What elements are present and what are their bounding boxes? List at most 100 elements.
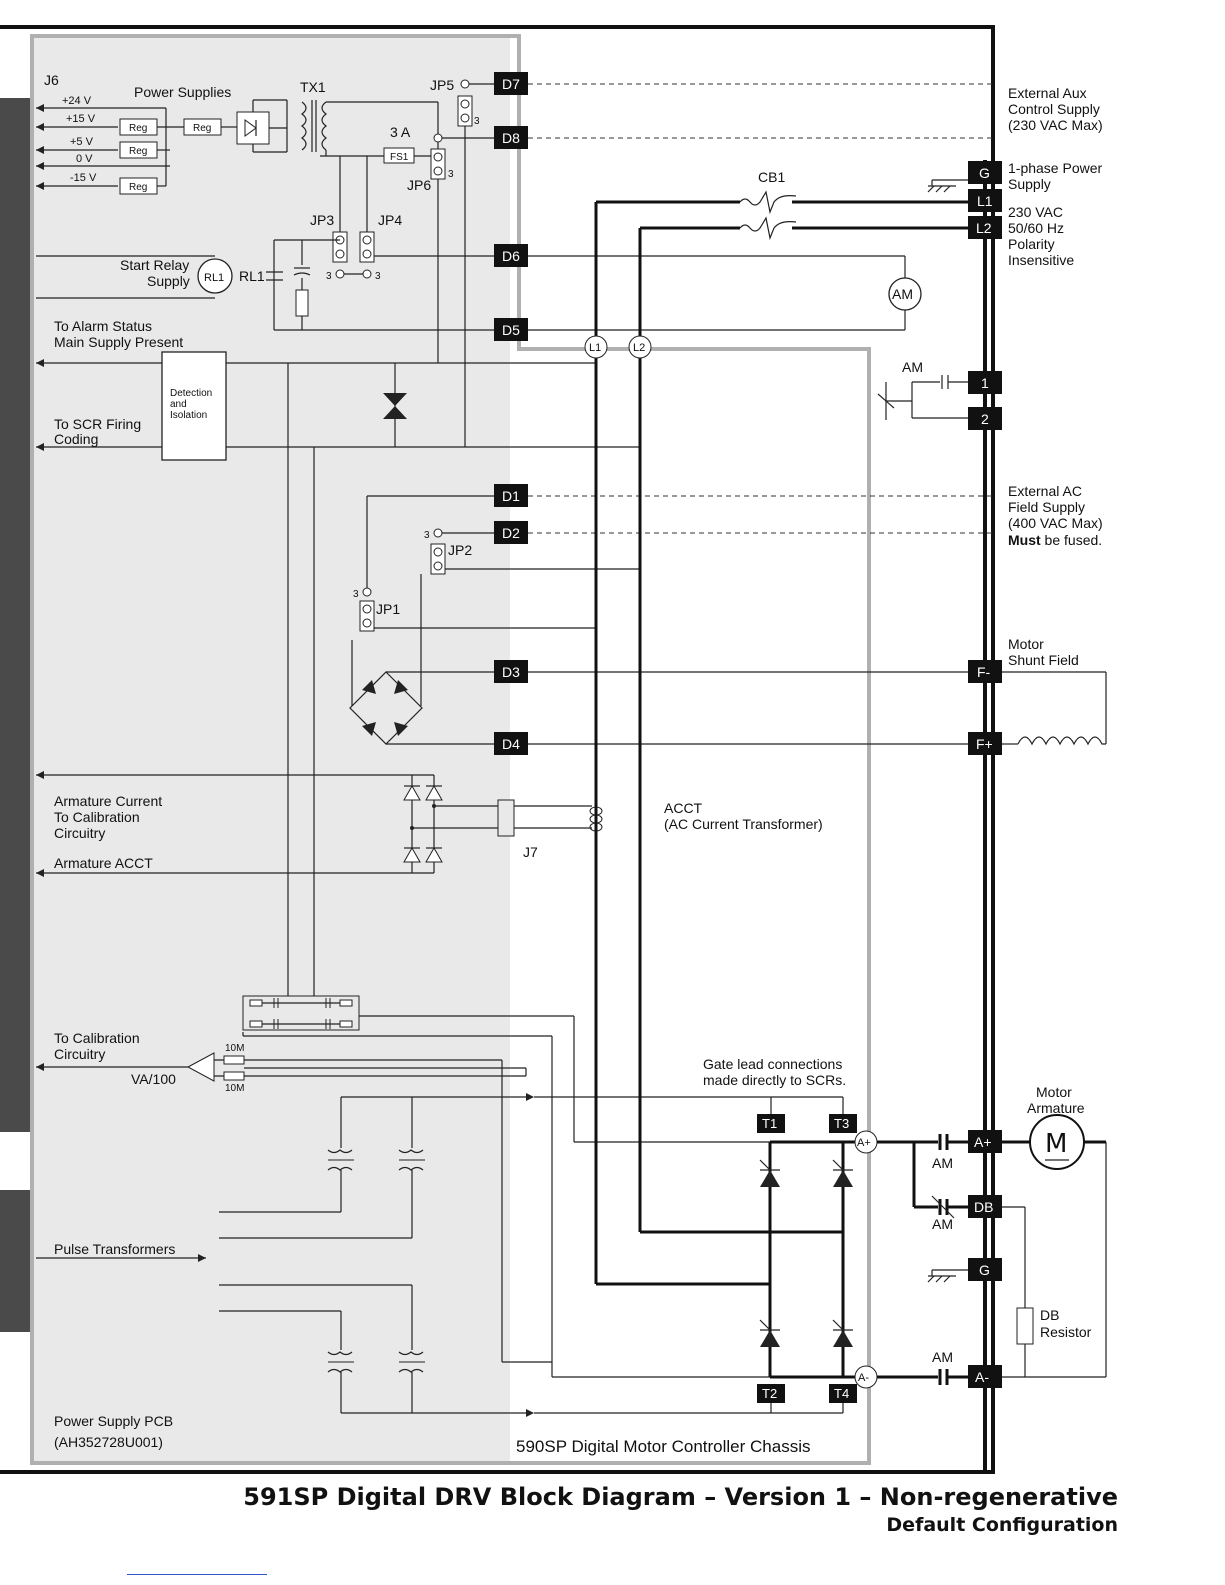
terminal-d1: D1 (494, 484, 528, 507)
am-label-db: AM (932, 1216, 953, 1232)
svg-text:A+: A+ (974, 1134, 992, 1150)
armature-current-label-1: Armature Current (54, 793, 162, 809)
terminal-l1: L1 (968, 189, 1002, 212)
earth-icon-lower (927, 1269, 968, 1283)
pcb-part: (AH352728U001) (54, 1434, 163, 1450)
rail-0v: 0 V (76, 153, 93, 165)
jp6-pin3-terminal (433, 133, 443, 143)
terminal-1: 1 (968, 371, 1002, 394)
pulse-transformer-lower (219, 1284, 534, 1417)
svg-text:T1: T1 (762, 1116, 777, 1131)
terminal-t2: T2 (757, 1384, 785, 1403)
terminal-f-minus: F- (968, 660, 1002, 683)
armature-acct-label: Armature ACCT (54, 855, 153, 871)
supply-3: 230 VAC (1008, 204, 1063, 220)
j6-rails (36, 104, 118, 190)
svg-text:L2: L2 (976, 220, 992, 236)
terminal-l2: L2 (968, 216, 1002, 239)
left-margin-bar-lower (0, 1190, 34, 1332)
svg-text:F-: F- (977, 664, 991, 680)
scr-firing-label-1: To SCR Firing (54, 416, 141, 432)
relay-contact-rl1 (266, 239, 494, 331)
jp2-label: JP2 (448, 542, 472, 558)
reg-label-2: Reg (129, 146, 147, 157)
jp4-label: JP4 (378, 212, 402, 228)
jp6-pin3: 3 (448, 169, 454, 180)
chassis-label: 590SP Digital Motor Controller Chassis (516, 1437, 810, 1456)
detection-label-1: Detection (170, 388, 212, 399)
rail-minus15v: -15 V (70, 172, 97, 184)
ext-aux-3: (230 VAC Max) (1008, 117, 1103, 133)
db-resistor-2: Resistor (1040, 1324, 1092, 1340)
bridge-rectifier-icon (236, 99, 288, 153)
detection-isolation-box (161, 351, 227, 461)
node-l2 (628, 335, 652, 359)
acct-label-1: ACCT (664, 800, 703, 816)
am-label-a-minus: AM (932, 1349, 953, 1365)
va-label: VA/100 (131, 1071, 176, 1087)
pulse-transformers-label: Pulse Transformers (54, 1241, 175, 1257)
jp3-pin3: 3 (326, 271, 332, 282)
diagram-subtitle: Default Configuration (886, 1514, 1118, 1536)
terminal-f-plus: F+ (968, 732, 1002, 755)
svg-text:G: G (979, 1262, 990, 1278)
divider-network (242, 995, 870, 1378)
pcb-outline (30, 34, 871, 1465)
calibration-label-1: To Calibration (54, 1030, 140, 1046)
supply-5: Polarity (1008, 236, 1055, 252)
pulse-transformer-upper (219, 1093, 534, 1239)
shunt-field-coil-icon (1002, 671, 1107, 746)
relay-contact-label: RL1 (239, 268, 265, 284)
pcb-region (34, 36, 510, 1463)
transformer-tx1-icon (301, 100, 438, 157)
ext-aux-1: External Aux (1008, 85, 1087, 101)
field-bridge-rectifier (349, 574, 494, 745)
resistor-10m-2: 10M (225, 1083, 244, 1094)
node-a-minus-label: A- (858, 1372, 869, 1384)
jp4-pin3: 3 (375, 271, 381, 282)
reg-label-1: Reg (129, 123, 147, 134)
motor-field-1: Motor (1008, 636, 1044, 652)
left-margin-bar (0, 98, 34, 1132)
diagram-title: 591SP Digital DRV Block Diagram – Versio… (243, 1483, 1118, 1511)
svg-text:D6: D6 (502, 248, 520, 264)
svg-text:D5: D5 (502, 322, 520, 338)
relay-label-2: Supply (147, 273, 190, 289)
rail-5v: +5 V (70, 136, 94, 148)
motor-field-2: Shunt Field (1008, 652, 1079, 668)
svg-text:DB: DB (974, 1199, 993, 1215)
alarm-label-1: To Alarm Status (54, 318, 152, 334)
ext-field-3: (400 VAC Max) (1008, 515, 1103, 531)
motor-symbol: M (1045, 1129, 1067, 1159)
calibration-label-2: Circuitry (54, 1046, 105, 1062)
svg-text:D4: D4 (502, 736, 520, 752)
j7-connector (497, 799, 515, 837)
svg-text:T3: T3 (834, 1116, 849, 1131)
gate-note-2: made directly to SCRs. (703, 1072, 846, 1088)
svg-text:1: 1 (981, 375, 989, 391)
terminal-t4: T4 (829, 1384, 857, 1403)
jp6-label: JP6 (407, 177, 431, 193)
terminal-a-minus: A- (968, 1365, 1002, 1388)
terminal-2: 2 (968, 407, 1002, 430)
footer-link-underline[interactable] (127, 1574, 267, 1575)
svg-text:G: G (979, 165, 990, 181)
armature-am-contacts (877, 1134, 968, 1385)
power-supplies-label: Power Supplies (134, 84, 231, 100)
circuit-breaker-cb1 (596, 190, 968, 241)
svg-text:D3: D3 (502, 664, 520, 680)
terminal-db: DB (968, 1195, 1002, 1218)
terminal-g-lower: G (968, 1258, 1002, 1281)
scr-firing-label-2: Coding (54, 431, 98, 447)
detection-label-2: and (170, 399, 187, 410)
ext-field-1: External AC (1008, 483, 1082, 499)
jp5-pin3: 3 (474, 116, 480, 127)
detection-label-3: Isolation (170, 410, 207, 421)
resistor-10m-1: 10M (225, 1043, 244, 1054)
ext-field-2: Field Supply (1008, 499, 1085, 515)
node-l2-label: L2 (633, 342, 645, 354)
jp3-label: JP3 (310, 212, 334, 228)
armature-current-label-2: To Calibration (54, 809, 140, 825)
svg-text:F+: F+ (976, 736, 993, 752)
